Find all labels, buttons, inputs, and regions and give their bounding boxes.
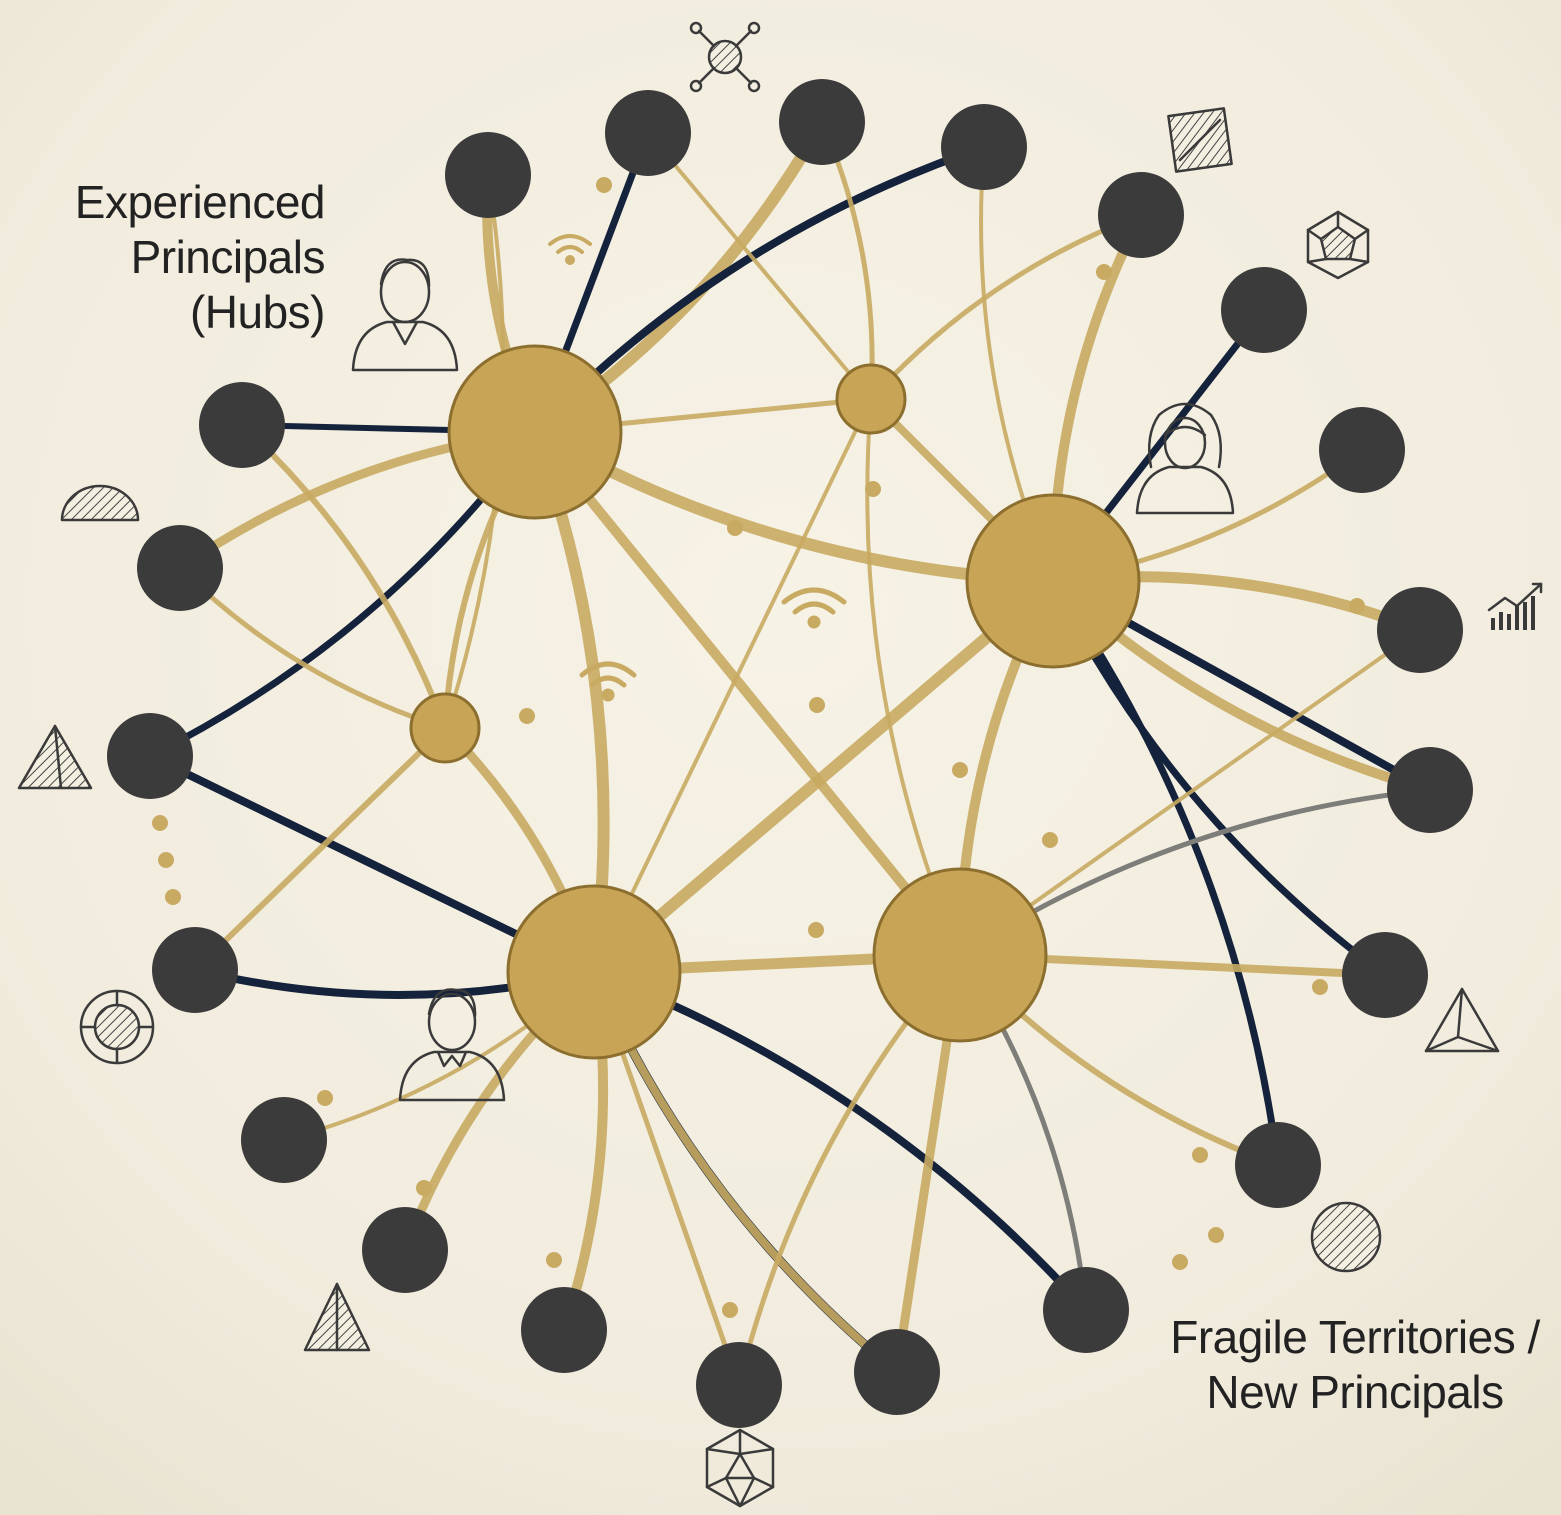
peripheral-node (241, 1097, 327, 1183)
growth-chart-icon (1487, 582, 1543, 630)
connector-dots-layer (152, 177, 1365, 1318)
network-icon (689, 21, 761, 93)
peripheral-node (779, 79, 865, 165)
link-hub-c-sub-hub-1 (592, 397, 873, 974)
connector-dot (1096, 264, 1112, 280)
peripheral-node (199, 382, 285, 468)
link-hub-b-p11 (1049, 577, 1282, 1169)
document-icon (1167, 107, 1233, 173)
signal-icon (548, 234, 592, 265)
peripheral-node (605, 90, 691, 176)
sub-hub-node (409, 692, 481, 764)
connector-dot (596, 177, 612, 193)
peripheral-node (1043, 1267, 1129, 1353)
person-icon (398, 988, 506, 1102)
connector-dot (1192, 1147, 1208, 1163)
hubs-label: Experienced Principals (Hubs) (30, 175, 326, 340)
connector-dot (808, 922, 824, 938)
hubs-label-line: Principals (130, 231, 326, 283)
peripheral-node (107, 713, 193, 799)
connector-dot (158, 852, 174, 868)
nodes-layer (107, 79, 1473, 1428)
connector-dot (727, 520, 743, 536)
connector-dot (722, 1302, 738, 1318)
sub-hub-node (835, 363, 907, 435)
hubs-label-line: (Hubs) (189, 286, 326, 338)
hub-node (506, 884, 682, 1060)
peripheral-node (1342, 932, 1428, 1018)
signal-icon (781, 587, 847, 629)
peripheral-node (941, 104, 1027, 190)
hubs-label-line: Experienced (74, 176, 326, 228)
link-sub-hub-2-p20 (177, 565, 448, 731)
connector-dot (1172, 1254, 1188, 1270)
connector-dot (317, 1090, 333, 1106)
peripheral-node (696, 1342, 782, 1428)
connector-dot (1042, 832, 1058, 848)
connector-dot (546, 1252, 562, 1268)
half-circle-icon (60, 484, 140, 522)
male-person-icon (351, 258, 459, 372)
peripheral-node (1387, 747, 1473, 833)
peripheral-node (152, 927, 238, 1013)
link-sub-hub-2-p18 (192, 725, 448, 973)
peripheral-node (1098, 172, 1184, 258)
peripheral-node (854, 1329, 940, 1415)
peripheral-node (445, 132, 531, 218)
connector-dot (1312, 979, 1328, 995)
peripheral-node (1377, 587, 1463, 673)
gem-icon (79, 989, 155, 1065)
prism-icon (1424, 987, 1500, 1053)
fragile-label-line: New Principals (1206, 1366, 1504, 1418)
peripheral-node (521, 1287, 607, 1373)
fragile-label: Fragile Territories / New Principals (1150, 1310, 1560, 1420)
connector-dot (519, 708, 535, 724)
connector-dot (416, 1180, 432, 1196)
link-sub-hub-2-p21 (239, 422, 448, 731)
connector-dot (152, 815, 168, 831)
connector-dot (165, 889, 181, 905)
connector-dot (809, 697, 825, 713)
connector-dot (1349, 598, 1365, 614)
hatched-circle-icon (1310, 1201, 1382, 1273)
polyhedron-icon (705, 1428, 775, 1508)
link-sub-hub-1-p5 (868, 212, 1144, 402)
pyramid-icon (17, 724, 93, 790)
hub-node (872, 867, 1048, 1043)
connector-dot (865, 481, 881, 497)
connector-dot (1208, 1227, 1224, 1243)
diamond-icon (1306, 210, 1370, 280)
link-hub-a-hub-d (530, 427, 965, 960)
peripheral-node (1221, 267, 1307, 353)
link-sub-hub-1-p2 (646, 131, 873, 401)
female-person-icon (1135, 402, 1235, 515)
peripheral-node (137, 525, 223, 611)
connector-dot (952, 762, 968, 778)
fragile-label-line: Fragile Territories / (1170, 1311, 1540, 1363)
hub-node (447, 344, 623, 520)
hub-node (965, 493, 1141, 669)
peripheral-node (1235, 1122, 1321, 1208)
peripheral-node (362, 1207, 448, 1293)
peripheral-node (1319, 407, 1405, 493)
signal-icon (579, 661, 637, 702)
pyramid-small-icon (303, 1282, 371, 1352)
